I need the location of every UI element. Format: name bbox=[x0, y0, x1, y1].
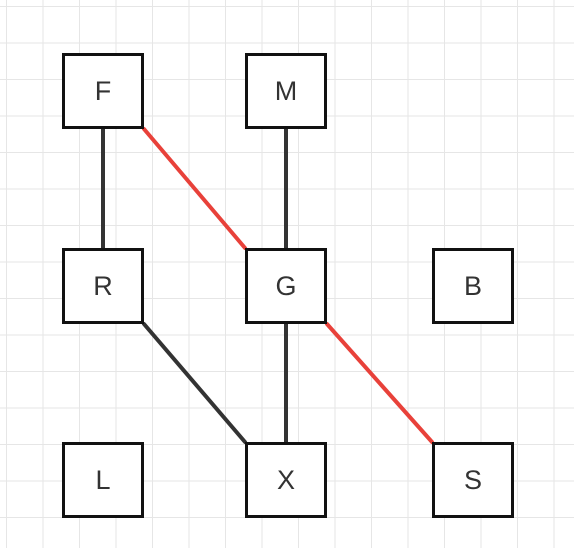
node-F-label: F bbox=[94, 75, 112, 106]
edge-G-S bbox=[325, 322, 434, 444]
node-X: X bbox=[245, 442, 327, 518]
node-R: R bbox=[62, 248, 144, 324]
node-S: S bbox=[432, 442, 514, 518]
node-B: B bbox=[432, 248, 514, 324]
node-G: G bbox=[245, 248, 327, 324]
node-M-label: M bbox=[274, 75, 298, 106]
node-M: M bbox=[245, 53, 327, 129]
node-S-label: S bbox=[463, 464, 482, 495]
node-F: F bbox=[62, 53, 144, 129]
node-B-label: B bbox=[463, 270, 482, 301]
edge-R-X bbox=[142, 322, 247, 444]
edge-F-G bbox=[142, 127, 247, 250]
node-L: L bbox=[62, 442, 144, 518]
node-G-label: G bbox=[275, 270, 297, 301]
node-L-label: L bbox=[95, 464, 111, 495]
node-X-label: X bbox=[276, 464, 295, 495]
node-R-label: R bbox=[93, 270, 113, 301]
